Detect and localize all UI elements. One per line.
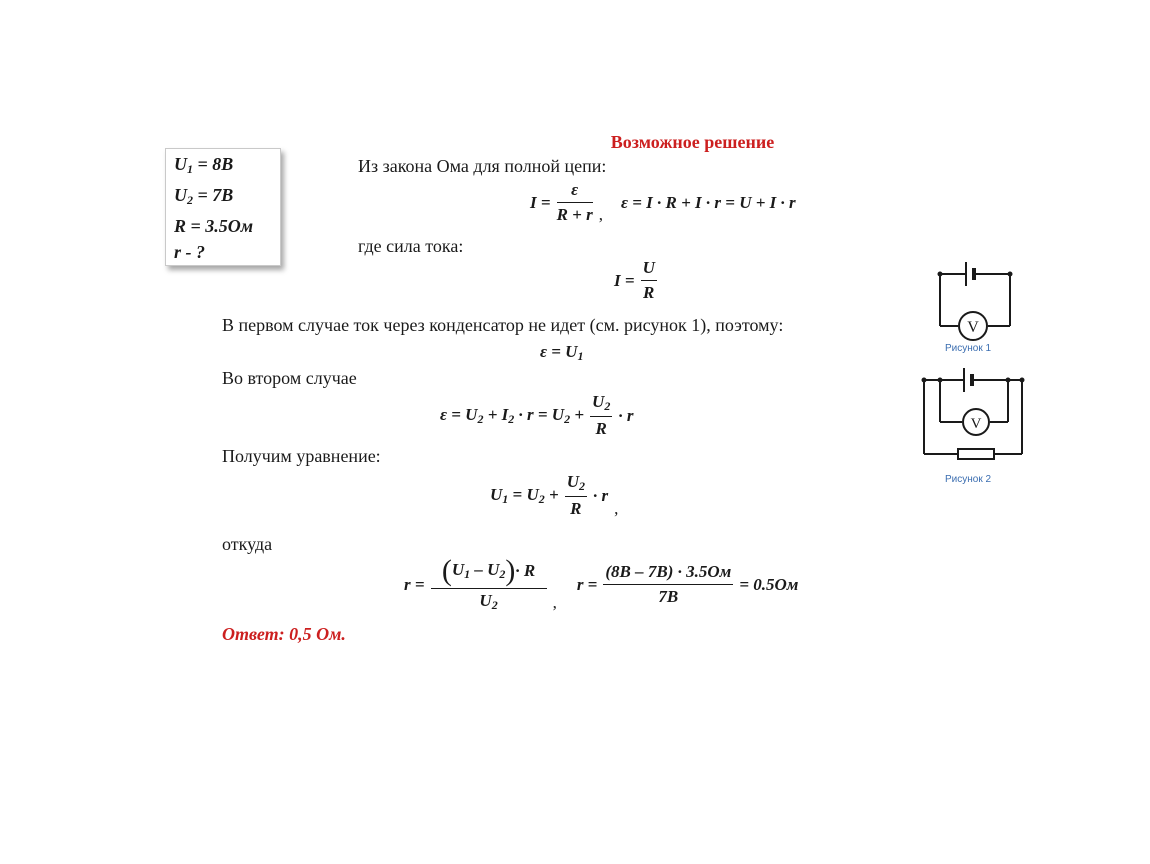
- formula-r-result: = 0.5Ом: [739, 574, 799, 594]
- given-r: R = 3.5Ом: [174, 216, 254, 236]
- circuit-figure-1: V: [937, 262, 1013, 341]
- case1-text: В первом случае ток через конденсатор не…: [222, 315, 784, 335]
- given-find: r - ?: [174, 242, 205, 262]
- formula-emf-expansion: ε = I · R + I · r = U + I · r: [620, 192, 796, 212]
- current-intro: где сила тока:: [358, 236, 464, 256]
- case2-text: Во втором случае: [222, 368, 357, 388]
- figure-2-label: Рисунок 2: [945, 474, 992, 485]
- solution-title: Возможное решение: [610, 132, 775, 152]
- voltmeter-1-label: V: [967, 319, 979, 336]
- answer-text: Ответ: 0,5 Ом.: [222, 624, 346, 644]
- formula-r-numeric: r =: [576, 574, 598, 594]
- whence-text: откуда: [222, 534, 273, 554]
- voltmeter-2-label: V: [971, 416, 982, 432]
- formula-r-symbolic: r = (U1 – U2) · R U2 , r = (8В – 7В) · 3…: [404, 554, 799, 613]
- equation-intro: Получим уравнение:: [222, 446, 381, 466]
- figure-1-label: Рисунок 1: [945, 343, 992, 354]
- ohm-law-intro: Из закона Ома для полной цепи:: [358, 156, 607, 176]
- given-box: U1 = 8В U2 = 7В R = 3.5Ом r - ?: [165, 148, 281, 266]
- given-u1: U1 = 8В: [174, 154, 234, 176]
- formula-emf-u1: ε = U1: [540, 342, 584, 363]
- circuit-figure-2: V: [921, 368, 1025, 460]
- given-u2: U2 = 7В: [174, 185, 234, 207]
